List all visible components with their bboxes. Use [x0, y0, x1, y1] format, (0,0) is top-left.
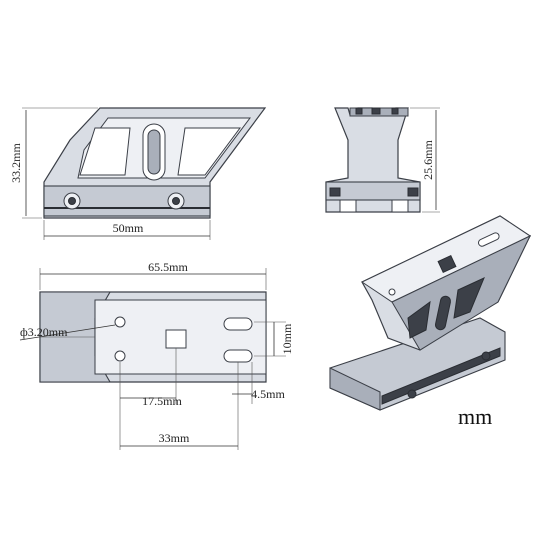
dim-spacing: 33mm: [159, 431, 190, 445]
front-view-top-notch-1: [355, 107, 363, 115]
top-view-square: [165, 329, 187, 349]
dim-height-side: 33.2mm: [9, 143, 23, 183]
dim-hole-diameter: ф3.20mm: [20, 325, 68, 339]
iso-cutout-1: [407, 300, 431, 339]
side-view-screw-right-hex: [172, 197, 180, 205]
top-view-slot-lower: [223, 349, 253, 363]
front-view-foot-left: [339, 199, 357, 213]
iso-top-slot: [477, 232, 500, 247]
top-view-slot-upper: [223, 317, 253, 331]
iso-view: [329, 215, 532, 411]
dim-width-side: 50mm: [113, 221, 144, 235]
top-view-hole-upper: [114, 316, 126, 328]
iso-top-square: [437, 254, 457, 274]
front-view-clamp-right: [407, 187, 419, 197]
iso-top-hole: [388, 288, 396, 296]
side-view-cutout-left: [79, 127, 131, 176]
side-view-cutout-right: [177, 127, 241, 176]
top-view: 65.5mm ф3.20mm 10mm 17.5mm 4.5mm 33mm: [19, 260, 294, 450]
dim-length-top: 65.5mm: [148, 260, 188, 274]
dim-thickness: 10mm: [280, 323, 294, 354]
iso-base-front: [329, 367, 381, 411]
front-view-top-notch-2: [371, 107, 381, 115]
front-view-top-notch-3: [391, 107, 399, 115]
front-view-base: [325, 181, 421, 201]
front-view-foot-right: [391, 199, 409, 213]
top-view-hole-lower: [114, 350, 126, 362]
front-view-clamp-left: [329, 187, 341, 197]
iso-cutout-2: [453, 277, 485, 319]
iso-screw-back: [481, 351, 491, 361]
front-view: 25.6mm: [325, 107, 440, 213]
side-view-screw-left-hex: [68, 197, 76, 205]
dim-offset-b: 4.5mm: [251, 387, 285, 401]
side-view: 33.2mm 50mm: [9, 107, 267, 240]
dim-leader-hole: [19, 324, 116, 341]
iso-cutout-slot: [435, 295, 451, 331]
iso-screw-front: [407, 389, 417, 399]
unit-label: mm: [458, 404, 492, 429]
dim-height-front: 25.6mm: [421, 140, 435, 180]
side-view-slot-inner: [147, 129, 161, 175]
dim-offset-a: 17.5mm: [142, 394, 182, 408]
